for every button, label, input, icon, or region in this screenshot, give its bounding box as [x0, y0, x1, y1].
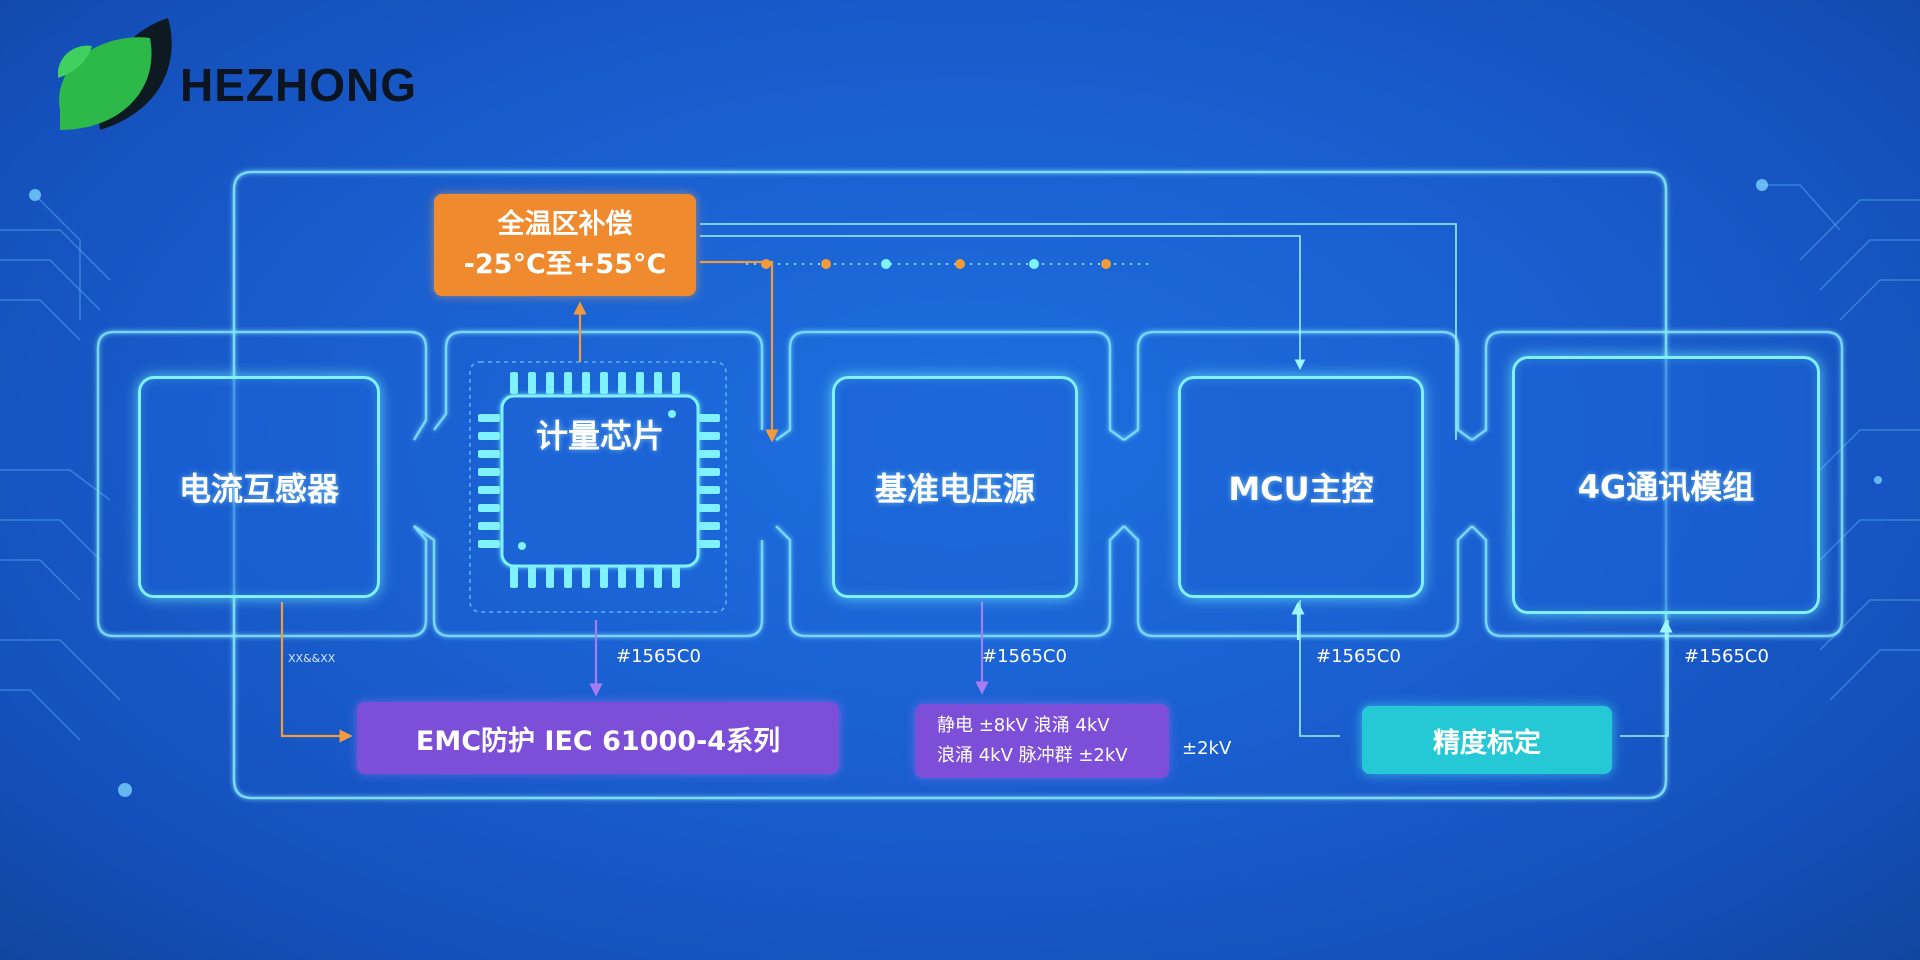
calibration-label: 精度标定 — [1433, 727, 1541, 759]
top-routing — [700, 223, 1669, 737]
leaf-logo-icon — [58, 18, 172, 130]
outer-frame — [232, 170, 1668, 800]
color-code-label-1: #1565C0 — [616, 646, 701, 667]
color-code-label-4: #1565C0 — [1684, 646, 1769, 667]
color-code-label-2: #1565C0 — [982, 646, 1067, 667]
metering-chip-label: 计量芯片 — [535, 417, 664, 455]
voltage-reference-block: 基准电压源 — [832, 376, 1078, 598]
mcu-block: MCU主控 — [1178, 376, 1424, 598]
esd-surge-line1: 静电 ±8kV 浪涌 4kV — [937, 715, 1110, 736]
bus-outlines — [96, 330, 1844, 638]
emc-protection-box: EMC防护 IEC 61000-4系列 — [357, 702, 839, 774]
calibration-box: 精度标定 — [1362, 706, 1612, 774]
temp-compensation-title: 全温区补偿 — [497, 209, 633, 240]
temp-compensation-box: 全温区补偿 -25°C至+55°C — [434, 194, 696, 296]
temp-compensation-range: -25°C至+55°C — [463, 249, 667, 280]
current-transformer-label: 电流互感器 — [178, 470, 339, 508]
temp-connectors — [280, 260, 779, 743]
esd-surge-box: 静电 ±8kV 浪涌 4kV 浪涌 4kV 脉冲群 ±2kV — [915, 704, 1169, 778]
chip-icon — [478, 372, 720, 588]
calibration-connectors — [1291, 601, 1673, 640]
esd-surge-line2: 浪涌 4kV 脉冲群 ±2kV — [937, 745, 1128, 766]
mcu-label: MCU主控 — [1228, 470, 1374, 508]
voltage-reference-label: 基准电压源 — [874, 470, 1035, 508]
emc-connectors — [589, 602, 989, 697]
comm-module-label: 4G通讯模组 — [1577, 468, 1755, 506]
color-code-label-3: #1565C0 — [1316, 646, 1401, 667]
circuit-traces-left — [0, 194, 121, 741]
esd-extra-label: ±2kV — [1182, 738, 1232, 759]
brand-name: HEZHONG — [180, 59, 417, 111]
current-transformer-block: 电流互感器 — [138, 376, 380, 598]
tiny-trace-label: XX&&XX — [288, 652, 336, 665]
comm-module-block: 4G通讯模组 — [1512, 356, 1820, 614]
emc-protection-label: EMC防护 IEC 61000-4系列 — [415, 725, 781, 757]
circuit-traces-right — [1760, 184, 1920, 701]
